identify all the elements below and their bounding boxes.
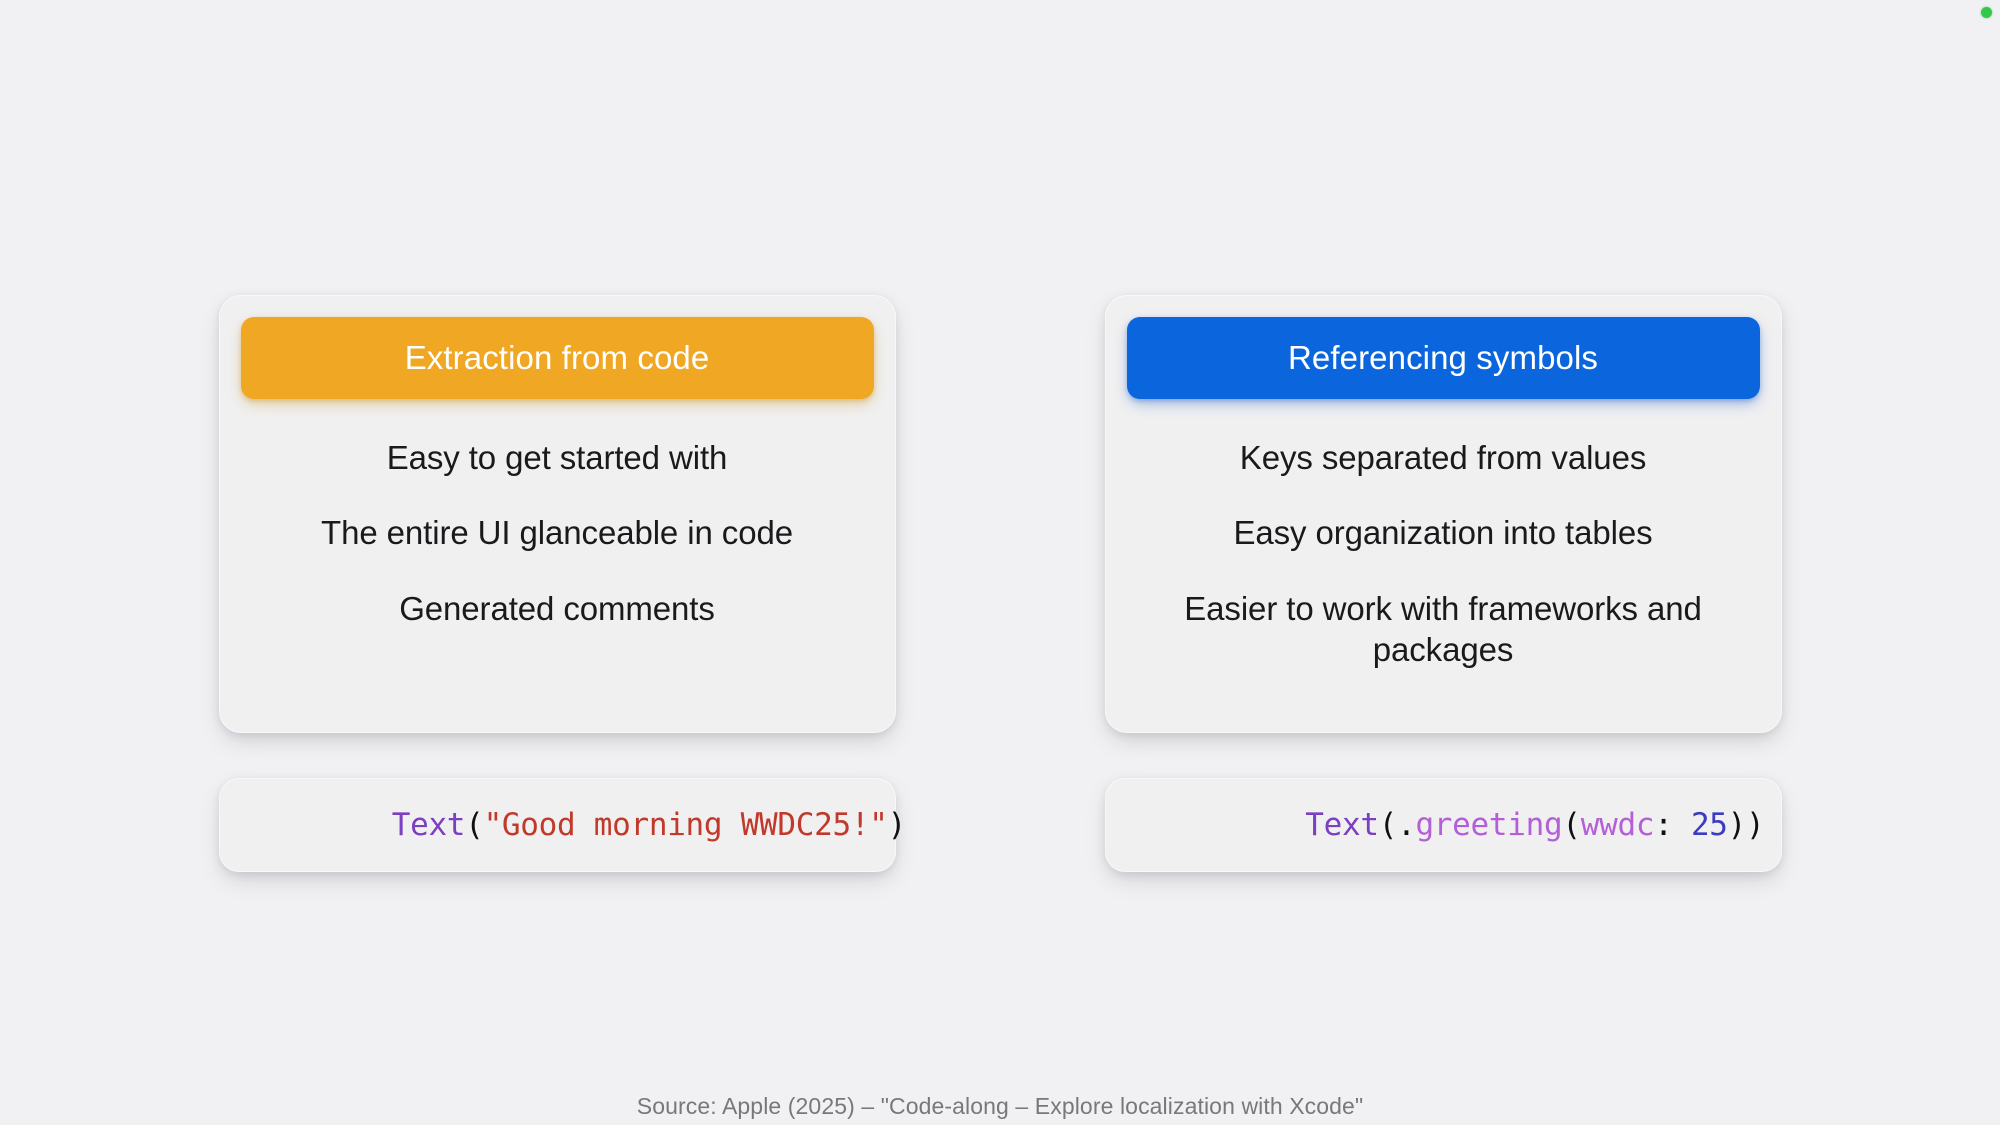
recording-indicator-dot (1981, 7, 1992, 18)
code-token-type: Text (1305, 807, 1379, 843)
code-token-label: wwdc (1580, 807, 1655, 843)
bullet-item: Generated comments (399, 589, 715, 627)
panel-body-referencing-symbols: Keys separated from values Easy organiza… (1127, 399, 1760, 733)
bullet-item: Easy to get started with (386, 439, 728, 476)
code-token-punct: ( (1562, 807, 1581, 843)
bullet-item: Easy organization into tables (1233, 514, 1653, 552)
code-snippet-referencing: Text(.greeting(wwdc: 25)) (1122, 771, 1765, 879)
panel-referencing-symbols: Referencing symbols Keys separated from … (1104, 295, 1782, 733)
column-referencing-symbols: Referencing symbols Keys separated from … (1104, 295, 1782, 872)
column-extraction-from-code: Extraction from code Easy to get started… (218, 295, 906, 872)
code-card-referencing-symbols: Text(.greeting(wwdc: 25)) (1104, 778, 1782, 872)
panel-extraction-from-code: Extraction from code Easy to get started… (218, 295, 896, 733)
bullet-item: The entire UI glanceable in code (321, 514, 793, 552)
code-snippet-extraction: Text("Good morning WWDC25!") (208, 771, 907, 879)
bullet-item: Keys separated from values (1239, 439, 1647, 476)
code-token-punct: : (1654, 807, 1691, 843)
bullet-item: Easier to work with frameworks and packa… (1184, 589, 1702, 668)
panel-body-extraction-from-code: Easy to get started with The entire UI g… (241, 399, 874, 733)
code-token-member: greeting (1415, 807, 1563, 843)
source-caption: Source: Apple (2025) – "Code-along – Exp… (636, 1093, 1364, 1119)
code-token-string: "Good morning WWDC25!" (483, 807, 888, 843)
code-token-punct: ) (887, 807, 907, 843)
code-token-number: 25 (1690, 807, 1728, 843)
code-token-punct: ( (465, 807, 484, 843)
panel-header-referencing-symbols: Referencing symbols (1126, 317, 1760, 399)
code-card-extraction-from-code: Text("Good morning WWDC25!") (218, 778, 906, 872)
code-token-punct: )) (1727, 807, 1765, 843)
comparison-columns: Extraction from code Easy to get started… (0, 295, 2000, 872)
code-token-punct: (. (1378, 807, 1416, 843)
panel-header-extraction-from-code: Extraction from code (240, 317, 874, 399)
code-token-type: Text (391, 807, 466, 843)
